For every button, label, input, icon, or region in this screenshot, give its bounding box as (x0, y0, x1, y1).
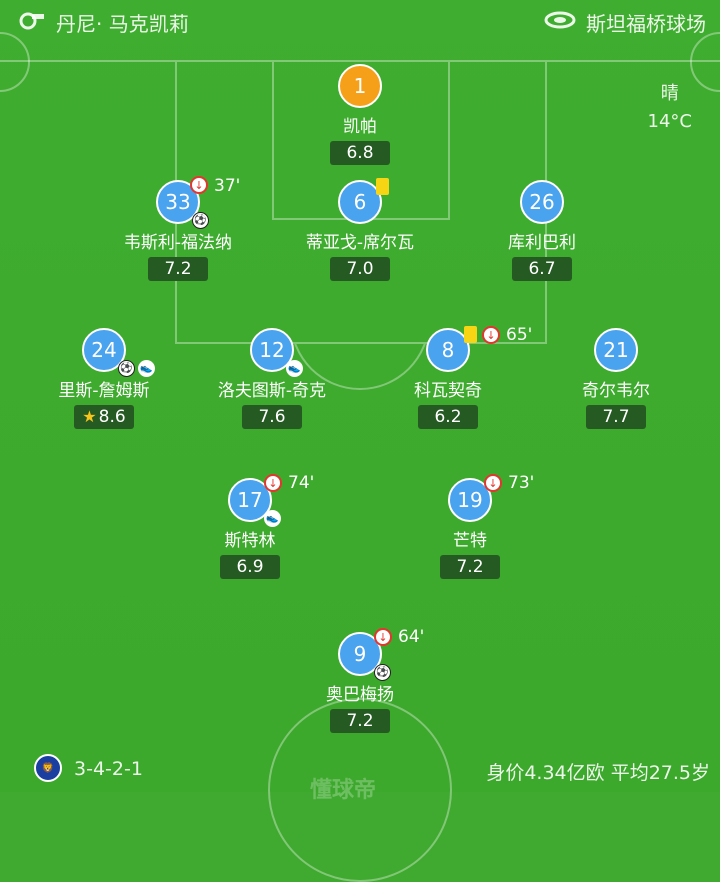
player-19[interactable]: 19 芒特 7.2 ↓ 73' (390, 473, 550, 579)
player-1[interactable]: 1 凯帕 6.8 (280, 64, 440, 165)
sub-off-icon: ↓ (484, 474, 502, 492)
player-17[interactable]: 17 斯特林 6.9 ↓ 74' 👟 (170, 473, 330, 579)
weather-temperature: 14°C (647, 111, 692, 132)
player-rating: 6.9 (220, 555, 280, 579)
yellow-card-icon (464, 326, 477, 343)
match-header: 丹尼· 马克凯莉 斯坦福桥球场 (0, 0, 720, 44)
player-rating: 6.8 (330, 141, 390, 165)
team-footer: 🦁 3-4-2-1 身价4.34亿欧 平均27.5岁 (0, 748, 720, 792)
player-rating: 7.7 (586, 405, 646, 429)
chelsea-crest-icon: 🦁 (34, 754, 62, 782)
player-33[interactable]: 33 韦斯利-福法纳 7.2 ↓ 37' ⚽ (98, 176, 258, 281)
player-26[interactable]: 26 库利巴利 6.7 (462, 180, 622, 281)
player-name: 凯帕 (343, 117, 377, 137)
venue-name: 斯坦福桥球场 (586, 12, 706, 36)
sub-off-icon: ↓ (264, 474, 282, 492)
referee: 丹尼· 马克凯莉 (18, 8, 189, 37)
player-name: 芒特 (453, 531, 487, 551)
player-rating: 6.2 (418, 405, 478, 429)
referee-name: 丹尼· 马克凯莉 (56, 12, 189, 36)
sub-off-icon: ↓ (374, 628, 392, 646)
sub-time: 74' (288, 473, 315, 493)
sub-time: 64' (398, 627, 425, 647)
player-rating: 7.2 (440, 555, 500, 579)
assist-boot-icon: 👟 (138, 360, 155, 377)
player-name: 奇尔韦尔 (582, 381, 650, 401)
player-9[interactable]: 9 奥巴梅扬 7.2 ↓ 64' ⚽ (280, 627, 440, 733)
player-rating: 7.6 (242, 405, 302, 429)
player-12[interactable]: 12 洛夫图斯-奇克 7.6 👟 (192, 328, 352, 429)
player-rating: ★8.6 (74, 405, 134, 429)
player-name: 斯特林 (224, 531, 276, 551)
rating-value: 8.6 (98, 407, 126, 427)
yellow-card-icon (376, 178, 389, 195)
formation: 3-4-2-1 (74, 758, 143, 780)
sub-time: 65' (506, 325, 533, 345)
player-number: 8 (426, 328, 470, 372)
player-21[interactable]: 21 奇尔韦尔 7.7 (536, 328, 696, 429)
venue: 斯坦福桥球场 (544, 8, 706, 37)
whistle-icon (18, 10, 46, 35)
sub-off-icon: ↓ (190, 176, 208, 194)
player-number: 6 (338, 180, 382, 224)
assist-boot-icon: 👟 (264, 510, 281, 527)
goal-ball-icon: ⚽ (374, 664, 391, 681)
player-rating: 7.0 (330, 257, 390, 281)
player-6[interactable]: 6 蒂亚戈-席尔瓦 7.0 (280, 178, 440, 281)
player-rating: 6.7 (512, 257, 572, 281)
player-name: 科瓦契奇 (414, 381, 482, 401)
player-name: 奥巴梅扬 (326, 685, 394, 705)
weather-condition: 晴 (660, 83, 679, 104)
player-8[interactable]: 8 科瓦契奇 6.2 ↓ 65' (368, 325, 532, 429)
weather: 晴 14°C (648, 80, 692, 136)
player-name: 蒂亚戈-席尔瓦 (305, 233, 415, 253)
player-name: 韦斯利-福法纳 (123, 233, 233, 253)
player-name: 里斯-詹姆斯 (58, 381, 150, 401)
goal-ball-icon: ⚽ (192, 212, 209, 229)
team-value: 身价4.34亿欧 平均27.5岁 (486, 762, 710, 784)
player-rating: 7.2 (330, 709, 390, 733)
player-number: 21 (594, 328, 638, 372)
player-name: 库利巴利 (508, 233, 576, 253)
goal-ball-icon: ⚽ (118, 360, 135, 377)
player-number: 26 (520, 180, 564, 224)
stadium-icon (544, 10, 576, 35)
player-number: 1 (338, 64, 382, 108)
sub-off-icon: ↓ (482, 326, 500, 344)
touchline-top (0, 60, 720, 62)
star-icon: ★ (82, 407, 97, 426)
player-24[interactable]: 24 里斯-詹姆斯 ★8.6 ⚽ 👟 (24, 328, 184, 429)
player-rating: 7.2 (148, 257, 208, 281)
assist-boot-icon: 👟 (286, 360, 303, 377)
sub-time: 37' (214, 176, 241, 196)
player-name: 洛夫图斯-奇克 (217, 381, 327, 401)
sub-time: 73' (508, 473, 535, 493)
